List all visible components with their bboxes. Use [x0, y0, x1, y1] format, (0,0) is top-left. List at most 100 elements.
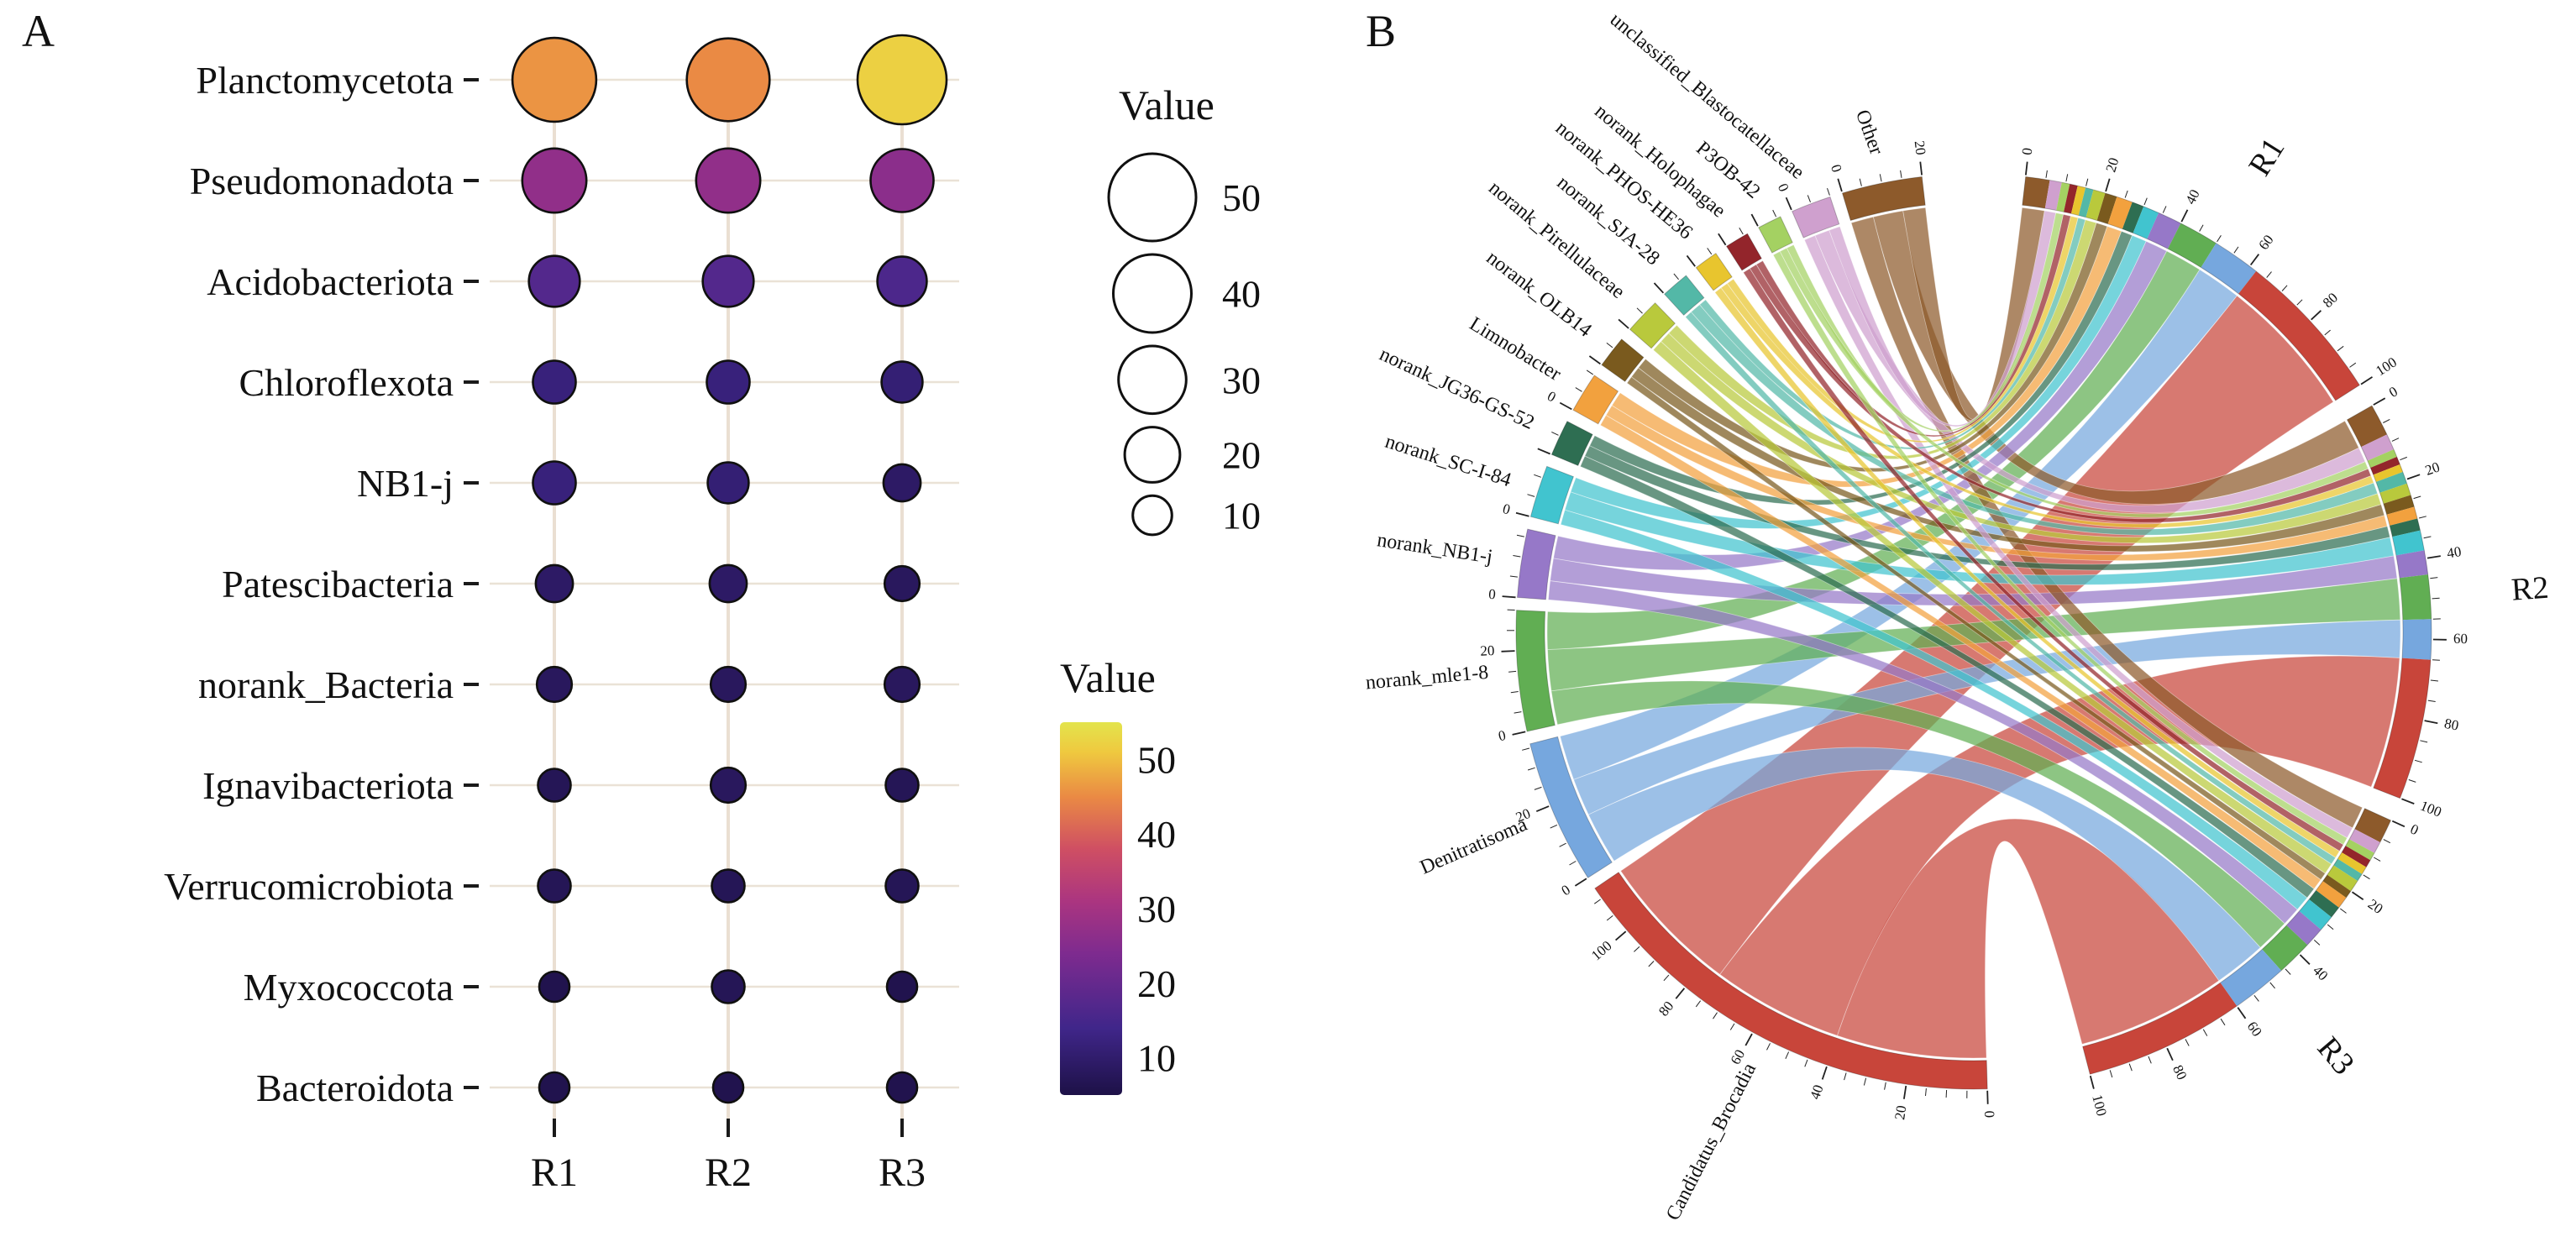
- tick: [1804, 1059, 1808, 1067]
- tick-label: 100: [2418, 798, 2444, 820]
- tick: [2285, 968, 2291, 975]
- sample-sector-segment: [2064, 184, 2078, 214]
- sample-sector-segment: [2370, 457, 2400, 475]
- sample-sector-outline: [2022, 176, 2360, 401]
- bubble: [535, 665, 574, 704]
- tick-label: 20: [2102, 156, 2122, 175]
- sample-label: R3: [2311, 1030, 2362, 1082]
- sample-sector-segment: [2333, 858, 2363, 881]
- tick: [2166, 1047, 2174, 1061]
- tick: [1513, 555, 1521, 558]
- bubble: [706, 461, 750, 505]
- tick-label: 0: [2386, 383, 2400, 401]
- bubble: [708, 563, 748, 604]
- tick: [2296, 299, 2303, 306]
- tick-label: 80: [2443, 715, 2460, 734]
- sample-sector-segment: [2238, 271, 2360, 401]
- tick: [2266, 271, 2272, 278]
- sample-sector-segment: [2316, 881, 2347, 908]
- size-legend-circle: [1131, 494, 1173, 537]
- tick: [1772, 209, 1777, 217]
- ribbon: [1626, 376, 2326, 881]
- chord-diagram: 0204060801000204060801000204060801000204…: [1365, 8, 2550, 1224]
- tick-label: 40: [2182, 187, 2203, 207]
- tick: [1606, 915, 1613, 921]
- tick-label: 20: [1891, 1104, 1909, 1121]
- sample-sector-segment: [2342, 846, 2371, 867]
- bubble: [537, 868, 572, 904]
- tick: [2432, 659, 2440, 661]
- tick-label: 100: [2089, 1093, 2110, 1117]
- sample-sector-outline: [2346, 405, 2432, 799]
- taxon-label: Limnobacter: [1466, 313, 1565, 385]
- tick-label: 0: [2408, 820, 2421, 838]
- tick: [1821, 1066, 1828, 1080]
- tick-label: 100: [2373, 354, 2400, 380]
- ribbon: [1803, 234, 2353, 839]
- tick: [1534, 474, 1541, 478]
- y-axis-label: Ignavibacteriota: [202, 764, 454, 807]
- tick-label: 60: [2244, 1019, 2265, 1040]
- tick: [2426, 555, 2441, 559]
- tick: [1534, 786, 1542, 790]
- tick: [1919, 161, 1923, 176]
- tick-label: 60: [2255, 232, 2276, 253]
- tick: [2217, 235, 2222, 243]
- tick: [1718, 233, 1727, 246]
- ribbon: [1850, 216, 2364, 829]
- tick: [1559, 842, 1566, 847]
- tick: [2360, 376, 2373, 385]
- tick: [2143, 197, 2148, 206]
- size-legend-title: Value: [1119, 81, 1215, 128]
- ribbon: [1772, 250, 2348, 846]
- tick: [2025, 161, 2028, 176]
- tick: [1863, 1077, 1867, 1086]
- y-axis-label: Patescibacteria: [222, 563, 454, 605]
- bubble: [883, 665, 921, 704]
- y-axis-label: norank_Bacteria: [198, 663, 454, 706]
- colorbar: [1060, 722, 1122, 1095]
- sample-sector-segment: [2022, 176, 2050, 209]
- tick-label: 20: [2365, 896, 2386, 917]
- size-legend-circle: [1117, 344, 1188, 416]
- tick-label: 0: [1828, 163, 1845, 175]
- taxon-sector: [1572, 375, 1619, 425]
- tick-label: 0: [1559, 882, 1573, 899]
- tick: [1588, 355, 1601, 365]
- tick: [2401, 798, 2415, 804]
- bubble: [701, 254, 755, 308]
- tick: [2391, 438, 2400, 442]
- tick: [1550, 824, 1558, 829]
- panel-b-label: B: [1366, 6, 1397, 56]
- bubble: [532, 460, 577, 506]
- tick: [1837, 178, 1843, 192]
- tick: [2148, 1056, 2152, 1064]
- tick: [1516, 534, 1524, 537]
- tick-label: 20: [1480, 642, 1495, 659]
- sample-sector-segment: [2379, 483, 2411, 504]
- tick: [1618, 318, 1629, 329]
- tick: [2105, 178, 2111, 192]
- sample-sector-segment: [2056, 182, 2070, 212]
- tick: [2432, 597, 2440, 600]
- ribbon: [1828, 210, 2057, 427]
- size-legend-value: 20: [1222, 434, 1261, 477]
- tick: [1527, 767, 1535, 771]
- taxon-label: norank_SC-I-84: [1382, 431, 1514, 491]
- bubble: [538, 1071, 571, 1104]
- tick: [2420, 740, 2428, 743]
- bubble: [709, 766, 748, 804]
- tick: [1515, 511, 1529, 517]
- tick: [1844, 1072, 1847, 1081]
- taxon-label: norank_NB1-j: [1376, 529, 1494, 568]
- bubble: [709, 665, 748, 704]
- tick-label: 20: [1912, 140, 1929, 156]
- tick: [2109, 1070, 2113, 1078]
- tick: [1903, 1085, 1907, 1099]
- bubble: [711, 969, 746, 1004]
- bubble: [538, 970, 571, 1004]
- bubble: [882, 463, 922, 503]
- tick: [1551, 431, 1559, 436]
- sector-bands: [1515, 176, 2432, 1090]
